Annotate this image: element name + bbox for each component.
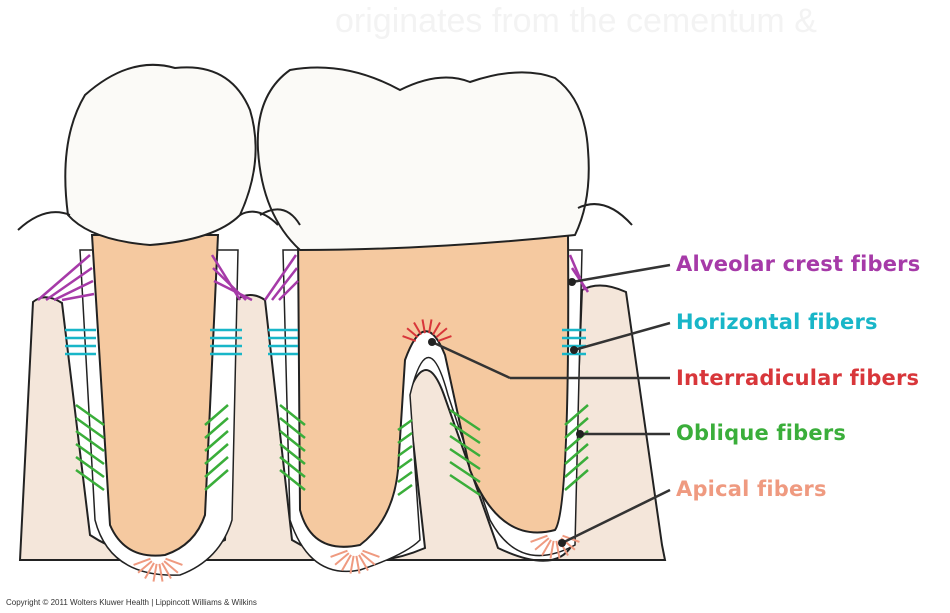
label-apical-fibers: Apical fibers (676, 477, 827, 501)
label-oblique-fibers: Oblique fibers (676, 421, 846, 445)
left-tooth-root (92, 235, 218, 556)
copyright-notice: Copyright © 2011 Wolters Kluwer Health |… (6, 598, 257, 607)
label-horizontal-fibers: Horizontal fibers (676, 310, 878, 334)
leader-alveolar-crest (572, 265, 670, 282)
right-tooth-crown (258, 68, 589, 251)
left-tooth-crown (65, 65, 255, 245)
label-interradicular-fibers: Interradicular fibers (676, 366, 919, 390)
label-alveolar-crest-fibers: Alveolar crest fibers (676, 252, 920, 276)
